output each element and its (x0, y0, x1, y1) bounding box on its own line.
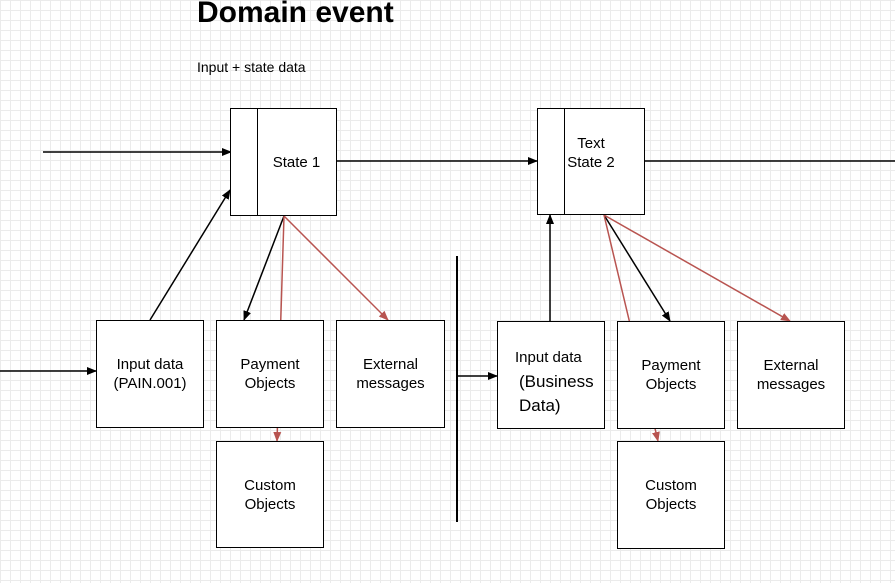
external-messages-node-2[interactable]: External messages (737, 321, 845, 429)
state-2-divider (564, 109, 565, 214)
external-messages-node-1[interactable]: External messages (336, 320, 445, 428)
input-data-node-2[interactable]: Input data (Business Data) (497, 321, 605, 429)
input-data-node-1[interactable]: Input data (PAIN.001) (96, 320, 204, 428)
input-data-label-2-line1: Input data (515, 349, 582, 366)
diagram-title: Domain event (197, 0, 394, 29)
custom-objects-label-2: Custom Objects (645, 477, 697, 513)
custom-objects-node-1[interactable]: Custom Objects (216, 441, 324, 548)
state-1-divider (257, 109, 258, 215)
payment-objects-label-1: Payment Objects (240, 356, 300, 392)
edge-state2-external2 (603, 214, 791, 322)
edge-input1-state1 (149, 189, 231, 321)
custom-objects-node-2[interactable]: Custom Objects (617, 441, 725, 549)
edge-state2-payment2 (603, 214, 671, 322)
diagram-subtitle: Input + state data (197, 59, 306, 75)
input-data-label-2-line3: Data) (519, 396, 561, 415)
edge-state1-payment1 (243, 215, 285, 321)
custom-objects-label-1: Custom Objects (244, 476, 296, 513)
state-1-label: State 1 (272, 154, 321, 171)
payment-objects-node-1[interactable]: Payment Objects (216, 320, 324, 428)
input-data-label-2-line2: (Business (519, 372, 594, 391)
payment-objects-label-2: Payment Objects (641, 357, 701, 393)
edge-state1-external1 (283, 215, 389, 321)
payment-objects-node-2[interactable]: Payment Objects (617, 321, 725, 429)
state-2-node[interactable]: Text State 2 (537, 108, 645, 215)
input-data-label-1: Input data (PAIN.001) (113, 356, 187, 392)
external-messages-label-2: External messages (756, 357, 826, 393)
state-2-label: Text State 2 (567, 135, 615, 171)
state-1-node[interactable]: State 1 (230, 108, 337, 216)
external-messages-label-1: External messages (356, 356, 425, 392)
